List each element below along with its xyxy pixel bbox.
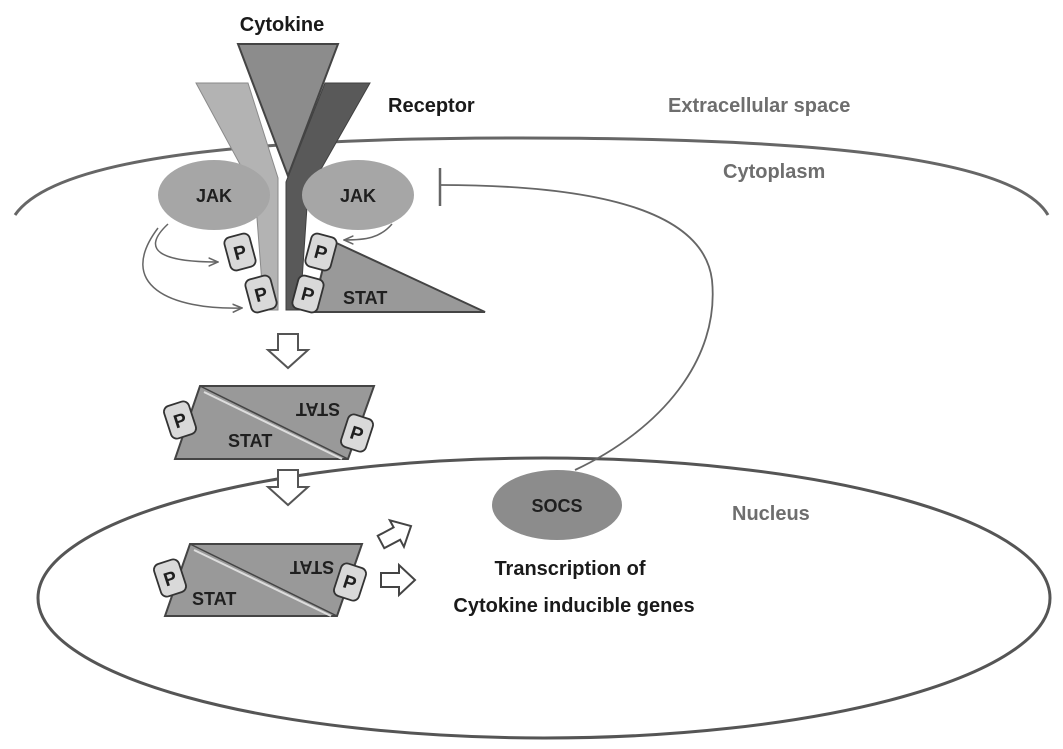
nucleus-label: Nucleus <box>732 503 810 525</box>
cytokine-ligand <box>236 43 340 179</box>
stat-dimer1-upper-label: STAT <box>296 399 340 419</box>
phosphate-receptor-1: P <box>223 232 257 272</box>
transcription-label-line1: Transcription of <box>494 558 645 580</box>
transcription-arrow-lower <box>380 562 417 598</box>
jak-right <box>302 160 414 230</box>
down-arrow-2 <box>265 469 311 507</box>
jak-left-label: JAK <box>196 186 232 206</box>
phosphate-label: P <box>299 284 317 308</box>
cytoplasm-label: Cytoplasm <box>723 161 825 183</box>
phosphate-label: P <box>232 242 250 266</box>
socs-protein <box>492 470 622 540</box>
extracellular-space-label: Extracellular space <box>668 95 850 117</box>
jak-left <box>158 160 270 230</box>
transcription-label-line2: Cytokine inducible genes <box>453 595 694 617</box>
stat-dimer1-lower-label: STAT <box>228 431 272 451</box>
phosphorylation-arrow-3 <box>344 223 393 240</box>
phosphate-dimer1-right: P <box>340 413 374 453</box>
phosphate-receptor-4: P <box>291 274 325 314</box>
phosphate-receptor-2: P <box>244 274 278 314</box>
phosphate-receptor-3: P <box>304 232 338 272</box>
stat-dimer-cytoplasm: STAT STAT P P <box>163 385 376 460</box>
cytokine-label: Cytokine <box>240 14 324 36</box>
receptor-label: Receptor <box>388 95 475 117</box>
socs-label: SOCS <box>531 496 582 516</box>
down-arrow-1 <box>265 333 311 370</box>
stat-dimer2-upper-label: STAT <box>290 557 334 577</box>
phosphate-label: P <box>253 284 271 308</box>
phosphate-label: P <box>312 242 330 266</box>
transcription-arrow-upper <box>376 518 413 550</box>
phosphate-dimer2-right: P <box>333 562 367 602</box>
nucleus-envelope <box>36 456 1052 740</box>
phosphate-dimer1-left: P <box>163 400 197 440</box>
stat-receptor-bound <box>310 238 486 313</box>
phosphorylation-arrow-2 <box>142 227 242 308</box>
jak-right-label: JAK <box>340 186 376 206</box>
phosphate-dimer2-left: P <box>153 558 187 598</box>
socs-inhibition-line <box>439 184 714 471</box>
stat-receptor-label: STAT <box>343 288 387 308</box>
phosphorylation-arrow-1 <box>154 223 218 262</box>
stat-dimer2-lower-label: STAT <box>192 589 236 609</box>
cell-membrane <box>13 136 1050 216</box>
stat-dimer-nucleus: STAT STAT P P <box>153 543 367 617</box>
